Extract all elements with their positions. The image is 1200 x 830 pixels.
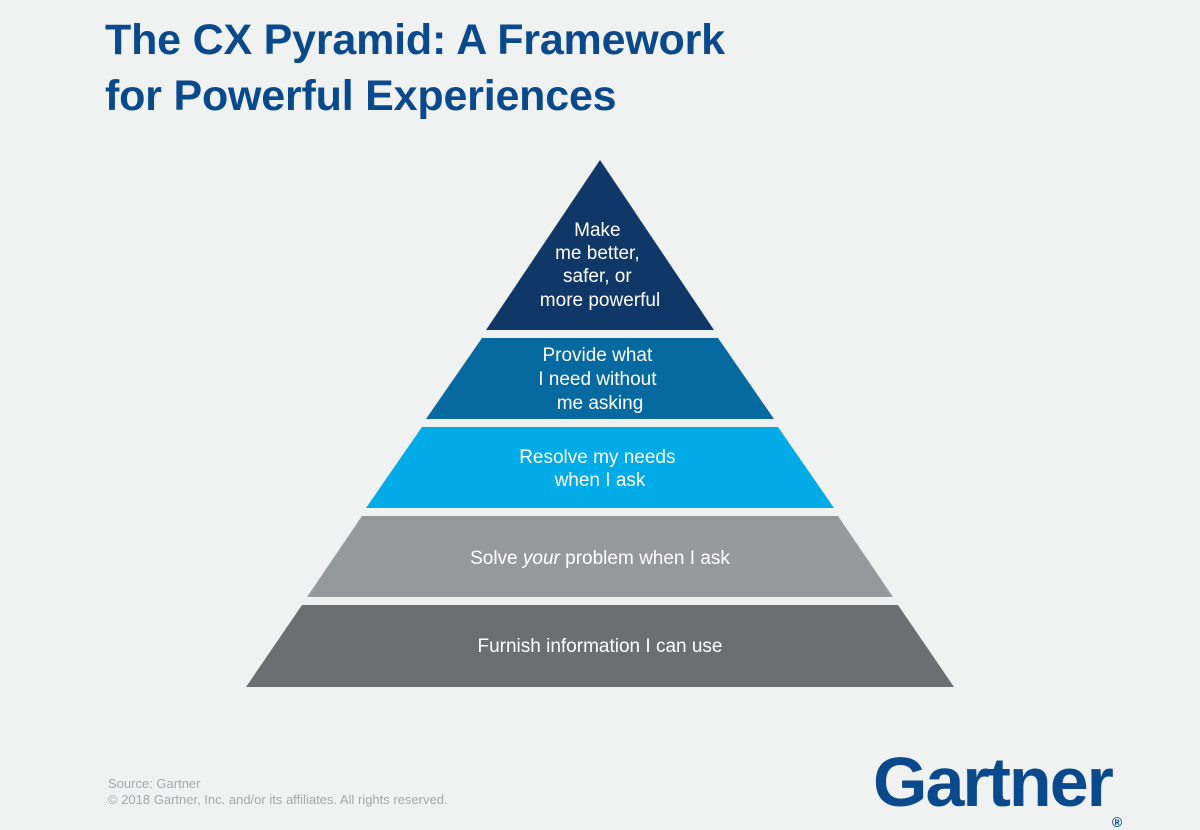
tier-label-solve-problem: Solve your problem when I ask bbox=[470, 548, 730, 569]
tier-label-furnish-information: Furnish information I can use bbox=[477, 636, 722, 657]
cx-pyramid-diagram: Make me better, safer, or more powerful … bbox=[246, 160, 954, 687]
gartner-logo: Gartner® bbox=[873, 742, 1122, 830]
pyramid-tier-solve-problem bbox=[307, 516, 893, 597]
logo-text: Gartner bbox=[873, 743, 1114, 821]
tier-label-provide-without-asking: Provide what I need without me asking bbox=[538, 345, 662, 414]
title-line-1: The CX Pyramid: A Framework bbox=[105, 16, 725, 64]
source-note: Source: Gartner bbox=[108, 776, 201, 791]
pyramid-tier-resolve-needs bbox=[366, 427, 834, 508]
pyramid-tier-provide-without-asking bbox=[426, 338, 774, 419]
title-line-2: for Powerful Experiences bbox=[105, 72, 617, 120]
pyramid-tier-furnish-information bbox=[246, 605, 954, 687]
tier-label-make-me-better: Make me better, safer, or more powerful bbox=[540, 220, 660, 311]
copyright-note: © 2018 Gartner, Inc. and/or its affiliat… bbox=[108, 792, 448, 807]
pyramid-tier-make-me-better bbox=[486, 160, 714, 330]
registered-mark: ® bbox=[1111, 814, 1123, 830]
tier-label-resolve-needs: Resolve my needs when I ask bbox=[519, 447, 681, 491]
page-title: The CX Pyramid: A Framework for Powerful… bbox=[105, 12, 725, 124]
